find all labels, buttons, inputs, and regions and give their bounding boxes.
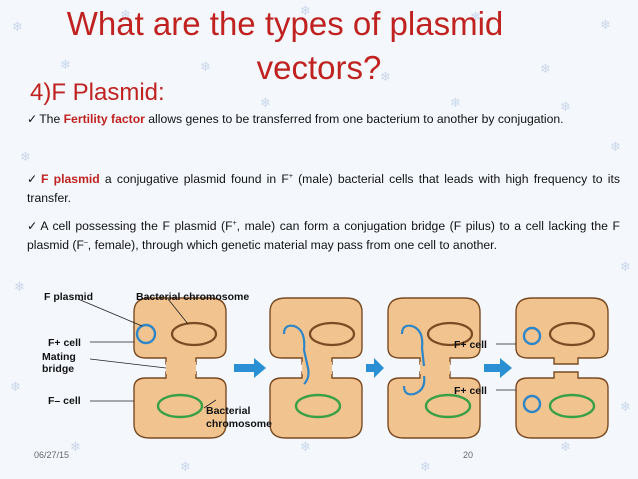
arrow-icon [484,358,512,378]
stage-4-cells [515,297,609,439]
label-fplus-cell: F+ cell [48,337,81,349]
snowflake-icon: ❄ [10,379,21,394]
chromosome [548,321,596,347]
snowflake-icon: ❄ [620,259,631,274]
snowflake-icon: ❄ [180,459,191,474]
slide-title-line1: What are the types of plasmid [66,5,504,42]
chromosome [424,393,472,419]
cell-bottom-stage3 [387,371,481,439]
check-icon: ✓ [27,172,40,186]
cell-top-stage4 [515,297,609,365]
cell-bottom-stage2 [269,371,363,439]
snowflake-icon: ❄ [14,279,25,294]
para1-pre: The [39,112,64,126]
snowflake-icon: ❄ [20,149,31,164]
label-chromosome: chromosome [206,418,272,430]
para1-post: allows genes to be transferred from one … [144,112,564,126]
arrow-icon [234,358,266,378]
cell-top-stage2 [269,297,363,365]
label-bacterial: Bacterial [206,405,250,417]
paragraph-f-plasmid: ✓F plasmid a conjugative plasmid found i… [27,170,620,208]
stage-2-cells [269,297,363,439]
paragraph-fertility-factor: ✓The Fertility factor allows genes to be… [27,110,620,129]
label-mating: Mating [42,351,76,363]
cell-bottom-stage4 [515,371,609,439]
plasmid [282,324,310,385]
plasmid [402,375,426,396]
label-bridge: bridge [42,363,74,375]
para2-sup: + [288,172,293,180]
section-subtitle: 4)F Plasmid: [30,79,165,106]
para2-highlight: F plasmid [41,172,100,186]
arrow-icon [366,358,384,378]
leader-lines [77,298,516,409]
para3-sup2: – [83,238,88,246]
label-fplus-right-bottom: F+ cell [454,385,487,397]
stage-3-cells [387,297,481,439]
plasmid [522,326,542,346]
slide-title-line2: vectors? [256,49,382,86]
label-fminus-cell: F– cell [48,395,81,407]
paragraph-conjugation: ✓A cell possessing the F plasmid (F+, ma… [27,217,620,255]
cell-top-stage3 [387,297,481,365]
chromosome [426,321,474,347]
check-icon: ✓ [27,112,38,126]
footer-page-number: 20 [463,450,474,460]
cell-bottom-stage1 [133,371,227,439]
stage-1-cells [133,297,227,439]
chromosome [294,393,342,419]
snowflake-icon: ❄ [610,139,621,154]
chromosome [548,393,596,419]
snowflake-icon: ❄ [420,459,431,474]
stage-arrows [234,358,512,378]
label-fplus-right-top: F+ cell [454,339,487,351]
para2-post: (male) bacterial cells that leads with h… [27,172,620,205]
footer-date: 06/27/15 [34,450,70,460]
cell-top-stage1 [133,297,227,365]
snowflake-icon: ❄ [450,95,461,110]
para3-t1: A cell possessing the F plasmid (F [40,219,233,233]
snowflake-icon: ❄ [620,399,631,414]
chromosome [170,321,218,347]
plasmid [400,324,426,367]
check-icon: ✓ [27,219,39,233]
mating-bridge [420,362,450,374]
chromosome [308,321,356,347]
plasmid [522,394,542,414]
para1-highlight: Fertility factor [63,112,145,126]
chromosome [156,393,204,419]
label-f-plasmid: F plasmid [44,291,93,303]
conjugation-diagram: F plasmid Bacterial chromosome F+ cell M… [42,291,609,439]
para2-pre: a conjugative plasmid found in F [99,172,289,186]
snowflake-icon: ❄ [260,95,271,110]
mating-bridge [166,362,196,374]
label-bacterial-chromosome-top: Bacterial chromosome [136,291,249,303]
para3-t3: , female), through which genetic materia… [87,238,497,252]
para3-sup1: + [232,219,237,227]
para3-t2: , male) can form a conjugation bridge (F… [27,219,620,252]
plasmid [135,323,157,345]
